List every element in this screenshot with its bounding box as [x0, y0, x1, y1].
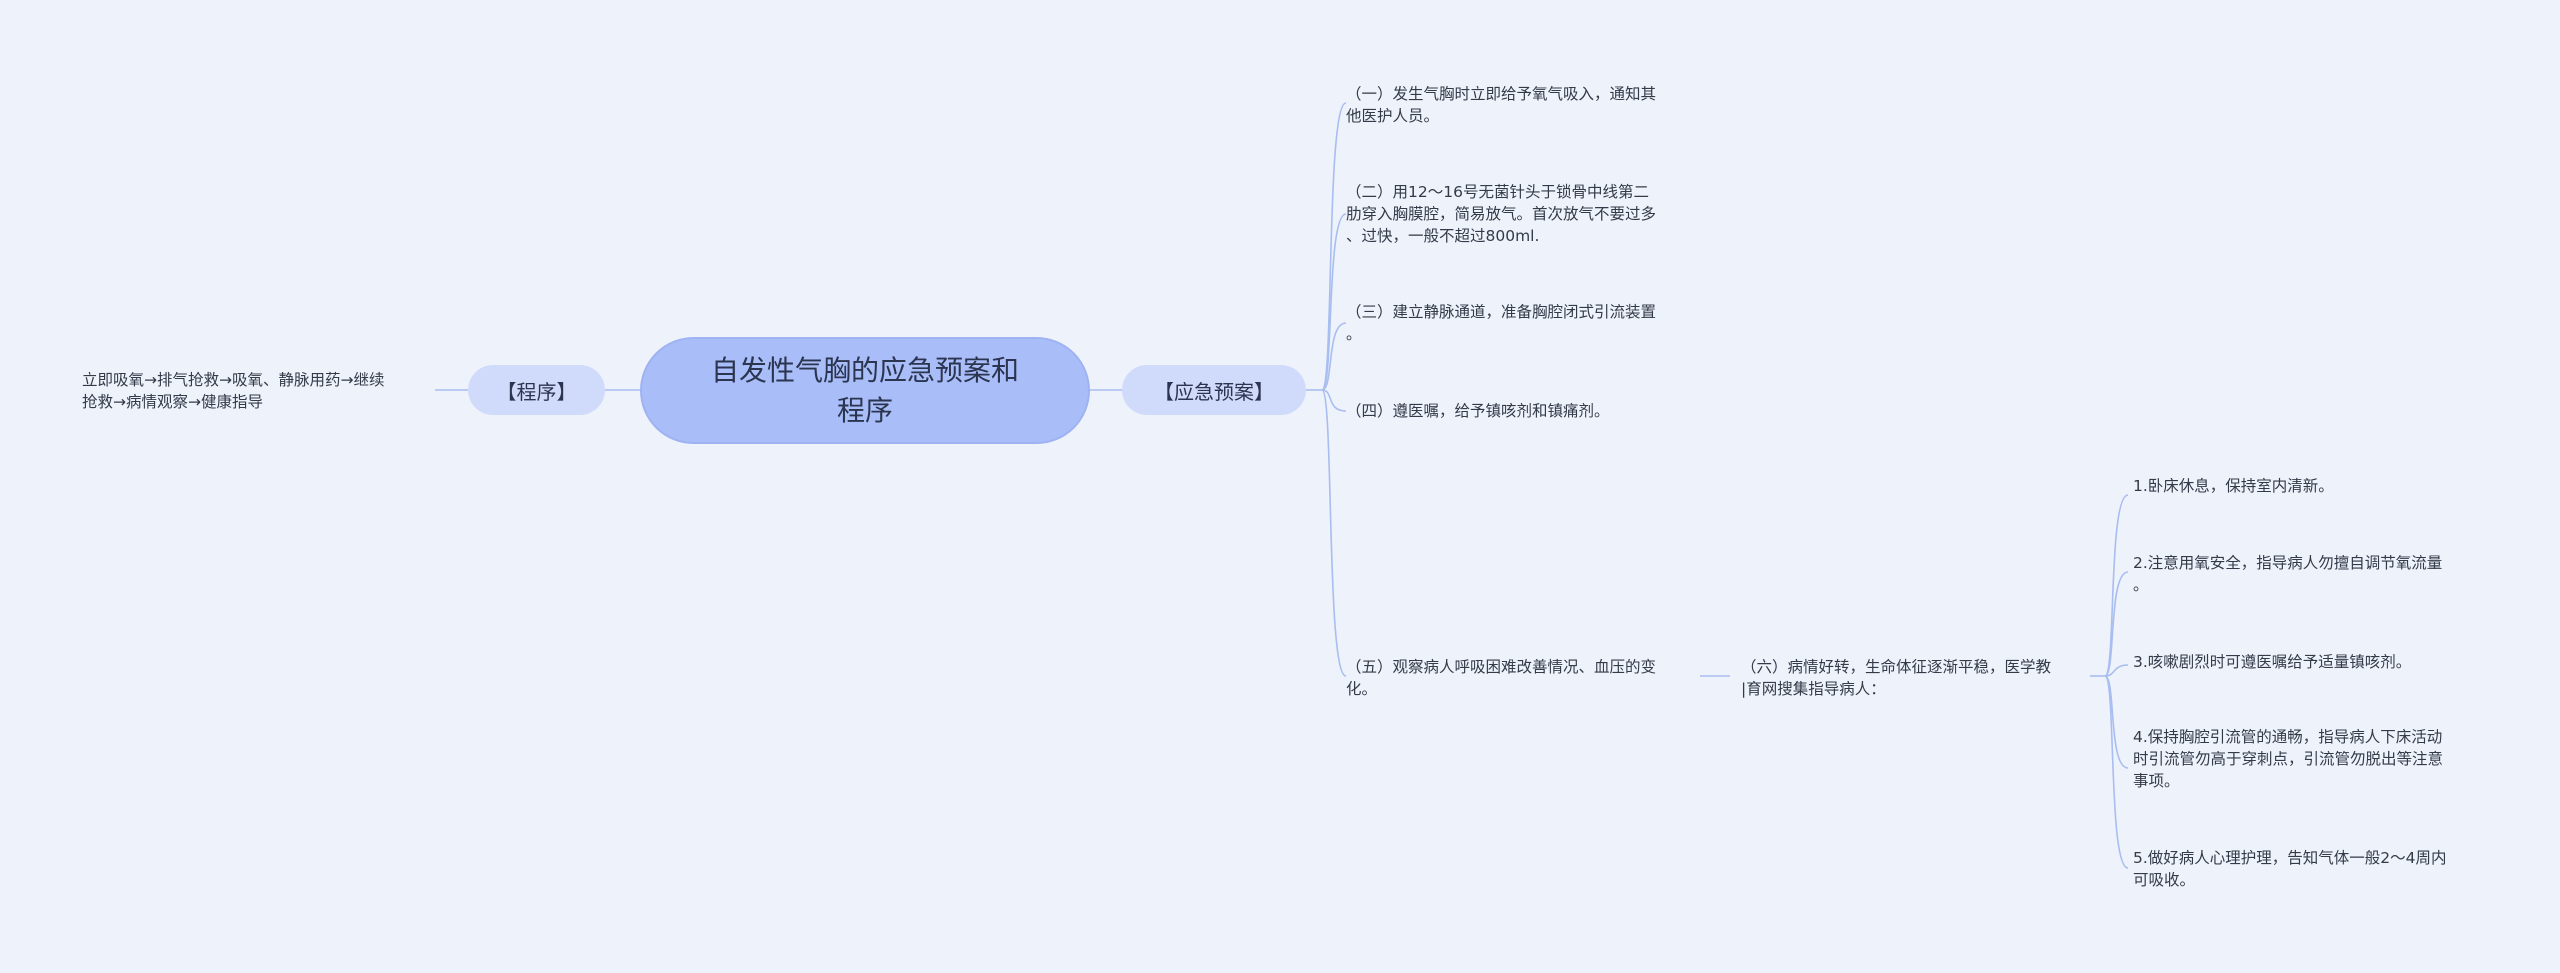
sub-item-5[interactable]: 5.做好病人心理护理，告知气体一般2～4周内 可吸收。: [2133, 849, 2447, 889]
line-sub-item-3: [2104, 664, 2129, 677]
line-plan-item-4: [1321, 389, 1347, 412]
plan-sub-node-6[interactable]: （六）病情好转，生命体征逐渐平稳，医学教 |育网搜集指导病人：: [1741, 658, 2052, 698]
procedure-steps-node[interactable]: 立即吸氧→排气抢救→吸氧、静脉用药→继续 抢救→病情观察→健康指导: [82, 371, 385, 411]
line-sub-item-5: [2104, 675, 2129, 869]
root-title: 自发性气胸的应急预案和 程序: [710, 353, 1019, 427]
root-node[interactable]: 自发性气胸的应急预案和 程序: [640, 337, 1090, 444]
plan-item-3[interactable]: （三）建立静脉通道，准备胸腔闭式引流装置 。: [1346, 303, 1657, 343]
plan-item-5[interactable]: （五）观察病人呼吸困难改善情况、血压的变 化。: [1346, 658, 1657, 698]
branch-procedure[interactable]: 【程序】: [468, 365, 605, 415]
plan-item-2[interactable]: （二）用12～16号无菌针头于锁骨中线第二 肋穿入胸膜腔，简易放气。首次放气不要…: [1346, 183, 1657, 245]
branch-procedure-label: 【程序】: [496, 379, 577, 404]
sub-item-1[interactable]: 1.卧床休息，保持室内清新。: [2133, 477, 2334, 495]
line-sub-item-2: [2104, 571, 2129, 677]
line-sub-item-4: [2104, 675, 2129, 769]
branch-emergency-plan[interactable]: 【应急预案】: [1122, 365, 1306, 415]
sub-item-2[interactable]: 2.注意用氧安全，指导病人勿擅自调节氧流量 。: [2133, 554, 2443, 594]
branch-emergency-plan-label: 【应急预案】: [1154, 379, 1274, 404]
line-plan-item-1: [1321, 102, 1347, 391]
line-sub-item-1: [2104, 494, 2129, 677]
line-plan-item-2: [1321, 213, 1347, 391]
plan-item-4[interactable]: （四）遵医嘱，给予镇咳剂和镇痛剂。: [1346, 402, 1610, 420]
line-plan-item-5: [1321, 389, 1347, 677]
line-plan-item-3: [1321, 322, 1347, 391]
sub-item-4[interactable]: 4.保持胸腔引流管的通畅，指导病人下床活动 时引流管勿高于穿刺点，引流管勿脱出等…: [2133, 728, 2444, 790]
sub-item-3[interactable]: 3.咳嗽剧烈时可遵医嘱给予适量镇咳剂。: [2133, 653, 2412, 671]
plan-item-1[interactable]: （一）发生气胸时立即给予氧气吸入，通知其 他医护人员。: [1346, 85, 1657, 125]
